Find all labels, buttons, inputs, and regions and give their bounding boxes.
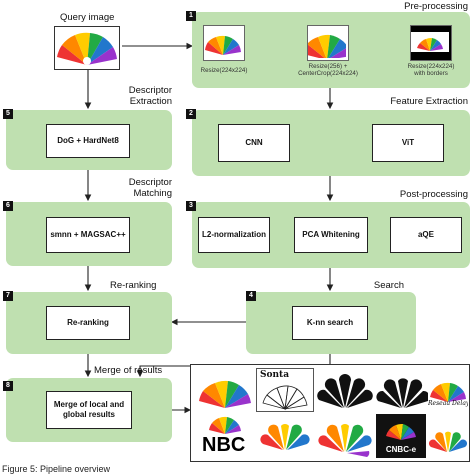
preprocessing-caption-resize: Resize(224x224): [200, 67, 248, 74]
result-image-1: [196, 368, 254, 412]
step-number-4: 4: [246, 291, 256, 301]
step-number-7: 7: [3, 291, 13, 301]
peacock-logo-icon: [428, 431, 468, 452]
descriptor-extraction-title: Descriptor Extraction: [128, 85, 172, 107]
peacock-logo-icon: [318, 424, 372, 457]
figure-caption: Figure 5: Pipeline overview: [2, 464, 111, 474]
query-image-label: Query image: [60, 12, 115, 23]
preprocessing-title: Pre-processing: [404, 1, 468, 12]
step-number-3: 3: [186, 201, 196, 211]
dog-hardnet-box: DoG + HardNet8: [46, 124, 130, 158]
result-script-text: Reseau Delay: [428, 400, 468, 407]
peacock-logo-icon: [260, 424, 310, 450]
result-image-8: [316, 414, 374, 458]
l2-normalization-box: L2-normalization: [198, 217, 270, 253]
result-label-nbc: NBC: [202, 434, 246, 456]
peacock-black-icon: [376, 378, 430, 408]
search-title: Search: [373, 280, 404, 291]
smnn-magsac-box: smnn + MAGSAC++: [46, 217, 130, 253]
result-image-6: NBC: [196, 414, 254, 458]
post-processing-title: Post-processing: [399, 189, 468, 200]
cnn-box: CNN: [218, 124, 290, 162]
result-image-5: Reseau Delay: [428, 368, 468, 412]
step-number-8: 8: [3, 381, 13, 391]
preprocessing-caption-centercrop: Resize(256) + CenterCrop(224x224): [298, 63, 358, 78]
peacock-black-icon: [317, 374, 373, 408]
preprocessing-thumb-centercrop: [303, 25, 351, 61]
knn-search-box: K-nn search: [292, 306, 368, 340]
reranking-box: Re-ranking: [46, 306, 130, 340]
result-image-4: [374, 368, 432, 412]
reranking-title: Re-ranking: [110, 280, 157, 291]
result-image-2: Sonta: [256, 368, 314, 412]
feature-extraction-title: Feature Extraction: [390, 96, 468, 107]
result-image-9: CNBC-e: [376, 414, 426, 458]
step-number-6: 6: [3, 201, 13, 211]
peacock-logo-icon: [57, 32, 117, 65]
result-label-cnbc-e: CNBC-e: [385, 445, 417, 454]
preprocessing-thumb-resize: [203, 25, 245, 61]
preprocessing-caption-borders: Resize(224x224) with borders: [407, 63, 455, 78]
peacock-logo-icon: [386, 423, 416, 440]
result-label-sonta: Sonta: [260, 370, 290, 380]
peacock-logo-icon: [430, 382, 466, 402]
peacock-outline-icon: [262, 385, 308, 411]
step-number-5: 5: [3, 109, 13, 119]
peacock-logo-icon: [205, 35, 241, 55]
vit-box: ViT: [372, 124, 444, 162]
peacock-logo-icon: [303, 34, 351, 60]
preprocessing-thumb-borders: [410, 25, 452, 61]
result-image-7: [256, 414, 314, 458]
merge-title: Merge of results: [94, 365, 163, 376]
merge-box: Merge of local and global results: [46, 391, 132, 429]
descriptor-matching-title: Descriptor Matching: [128, 177, 172, 199]
peacock-logo-icon: [209, 416, 241, 434]
aqe-box: aQE: [390, 217, 462, 253]
result-image-10: [428, 414, 468, 458]
pca-whitening-box: PCA Whitening: [294, 217, 368, 253]
peacock-logo-icon: [411, 32, 449, 52]
step-number-1: 1: [186, 11, 196, 21]
query-image: [54, 26, 120, 70]
peacock-logo-icon: [199, 380, 251, 408]
result-image-3: [316, 368, 374, 412]
step-number-2: 2: [186, 109, 196, 119]
